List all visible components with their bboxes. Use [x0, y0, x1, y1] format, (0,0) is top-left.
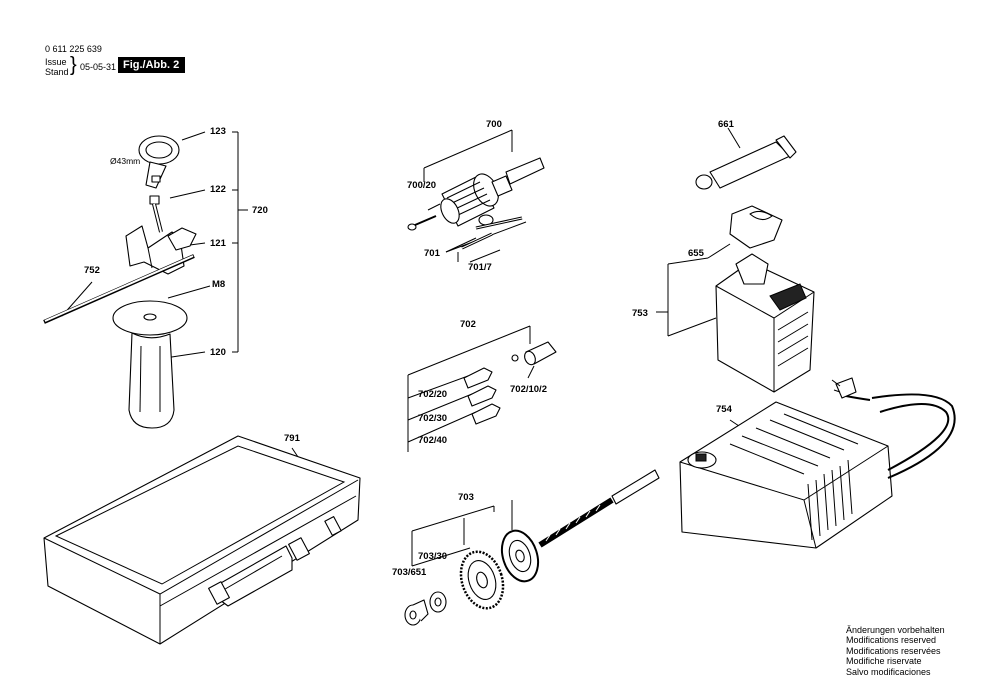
label-122: 122 [210, 184, 226, 195]
label-655: 655 [688, 248, 705, 259]
grease-tube-661 [695, 127, 797, 190]
label-m8: M8 [212, 279, 225, 290]
label-753: 753 [632, 308, 648, 319]
issue-date: 05-05-31 [80, 62, 117, 72]
battery-pack-753 [715, 253, 815, 393]
bolt-122 [149, 195, 163, 233]
label-701-7: 701/7 [468, 262, 492, 273]
leader-lines-battery [656, 243, 731, 337]
chuck-screw [407, 215, 437, 231]
drill-chuck [440, 157, 545, 227]
leader-lines-702 [407, 325, 535, 452]
part-number: 0 611 225 639 [45, 44, 102, 54]
issue-label: Issue [45, 57, 67, 67]
label-700-20: 700/20 [407, 180, 436, 191]
bit-holder [511, 341, 557, 366]
label-701: 701 [424, 248, 441, 259]
label-702-30: 702/30 [418, 413, 447, 424]
modification-notes: Änderungen vorbehalten Modifications res… [846, 625, 945, 677]
brace-glyph: } [70, 54, 77, 76]
adapter-ring [500, 529, 540, 583]
label-791: 791 [284, 433, 301, 444]
label-703-651: 703/651 [392, 567, 427, 578]
charger-754 [679, 377, 956, 549]
screwdriver-bits [463, 367, 501, 425]
depth-rod-752 [43, 254, 195, 324]
note-it: Modifiche riservate [846, 656, 922, 667]
carrying-case-791 [43, 435, 361, 645]
holder-121 [125, 225, 197, 275]
label-703-30: 703/30 [418, 551, 447, 562]
stand-label: Stand [45, 67, 69, 77]
gear-ring [459, 550, 505, 610]
chuck-key [461, 216, 523, 250]
label-720: 720 [252, 205, 268, 216]
note-de: Änderungen vorbehalten [846, 625, 945, 635]
note-fr: Modifications reservées [846, 645, 941, 656]
label-120: 120 [210, 347, 226, 358]
clamp-band [138, 135, 180, 189]
label-754: 754 [716, 404, 733, 415]
adapter-small [404, 591, 447, 626]
label-123: 123 [210, 126, 226, 137]
label-661: 661 [718, 119, 735, 130]
drill-bit [538, 469, 660, 548]
label-702: 702 [460, 319, 476, 330]
leader-lines-703 [411, 500, 513, 567]
label-702-10-2: 702/10/2 [510, 384, 547, 395]
note-es: Salvo modificaciones [846, 666, 931, 677]
label-702-20: 702/20 [418, 389, 447, 400]
note-en: Modifications reserved [846, 635, 937, 646]
battery-cap-655 [729, 205, 783, 249]
leader-lines-720 [61, 131, 248, 359]
label-702-40: 702/40 [418, 435, 447, 446]
handle-120 [112, 300, 188, 429]
label-752: 752 [84, 265, 100, 276]
label-700: 700 [486, 119, 502, 130]
label-121: 121 [210, 238, 227, 249]
label-703: 703 [458, 492, 474, 503]
figure-label: Fig./Abb. 2 [118, 57, 186, 73]
label-diameter: Ø43mm [110, 156, 140, 166]
